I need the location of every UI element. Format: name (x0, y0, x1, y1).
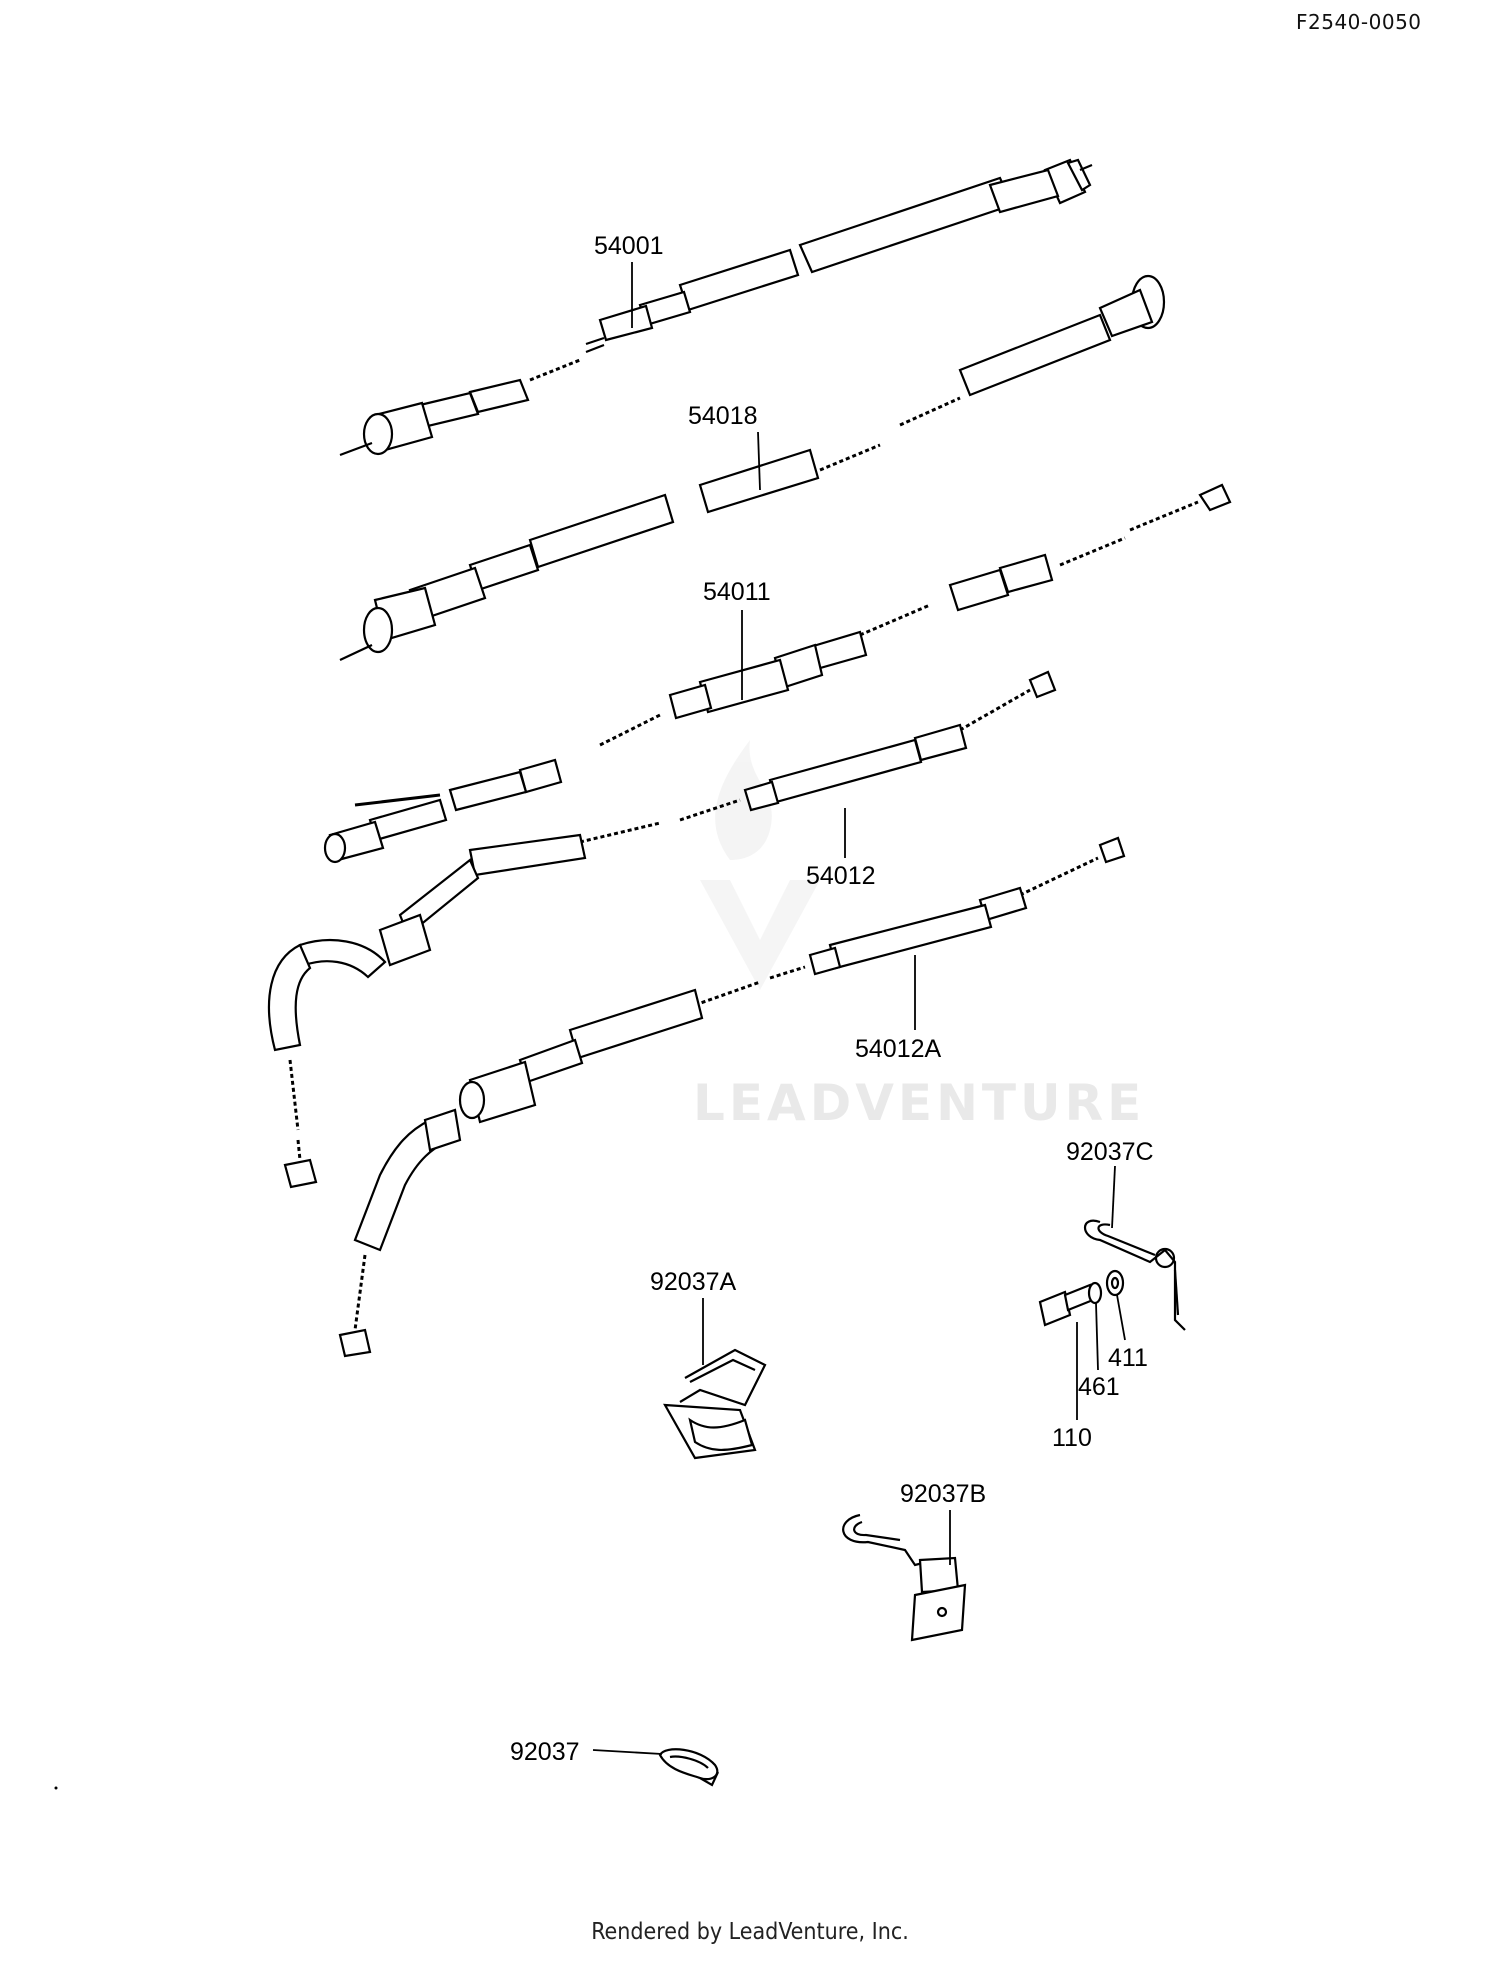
choke-cable-54012 (267, 670, 1057, 1189)
washer-411 (1105, 1269, 1125, 1297)
diagram-reference-code: F2540-0050 (1296, 10, 1422, 34)
part-label-411[interactable]: 411 (1108, 1344, 1148, 1372)
footer-credit: Rendered by LeadVenture, Inc. (591, 1919, 909, 1945)
part-label-92037C[interactable]: 92037C (1066, 1138, 1154, 1166)
part-label-110[interactable]: 110 (1052, 1424, 1092, 1452)
part-label-54012A[interactable]: 54012A (855, 1035, 942, 1063)
tachometer-cable-54018 (339, 274, 1166, 661)
choke-cable-54012A (338, 836, 1126, 1358)
clip-92037 (658, 1748, 719, 1787)
part-labels: 54001 54018 54011 54012 54012A 92037C 92… (510, 232, 1154, 1766)
throttle-cable-54011 (323, 483, 1232, 864)
part-label-54012[interactable]: 54012 (806, 862, 876, 890)
watermark-text: LEADVENTURE (693, 1074, 1145, 1132)
clamp-92037A (663, 1348, 767, 1460)
part-label-54001[interactable]: 54001 (594, 232, 664, 260)
bracket-92037C (1084, 1219, 1186, 1331)
stray-dot (54, 1786, 58, 1790)
part-label-92037[interactable]: 92037 (510, 1738, 580, 1766)
part-label-461[interactable]: 461 (1078, 1373, 1120, 1401)
watermark-logo (700, 740, 820, 990)
clamp-92037B (842, 1513, 967, 1642)
part-label-92037A[interactable]: 92037A (650, 1268, 737, 1296)
lock-washer-461 (1087, 1281, 1103, 1305)
bolt-110 (1038, 1283, 1095, 1327)
speedometer-cable-54001 (339, 158, 1093, 457)
part-label-54018[interactable]: 54018 (688, 402, 758, 430)
part-label-92037B[interactable]: 92037B (900, 1480, 986, 1508)
leader-lines (592, 262, 1126, 1755)
part-label-54011[interactable]: 54011 (703, 578, 771, 606)
